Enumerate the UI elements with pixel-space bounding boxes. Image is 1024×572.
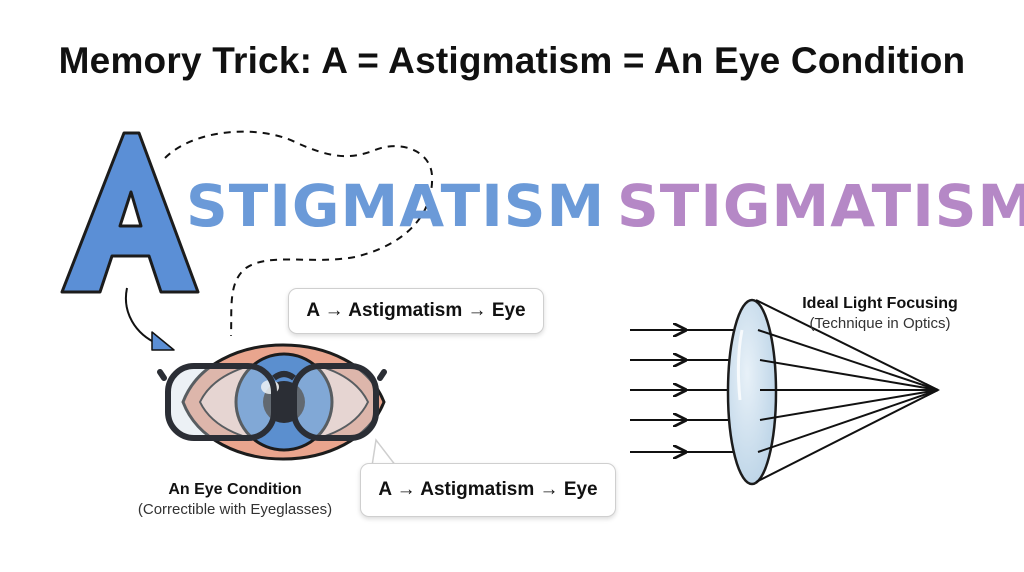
dashed-curve <box>164 130 434 337</box>
callout-top: A → Astigmatism → Eye <box>288 288 544 334</box>
eye-caption-subtitle: (Correctible with Eyeglasses) <box>137 501 333 518</box>
optics-caption-title: Ideal Light Focusing <box>802 295 958 312</box>
optics-caption: Ideal Light Focusing (Technique in Optic… <box>780 294 980 334</box>
curved-arrow-icon <box>124 287 175 351</box>
optics-caption-subtitle: (Technique in Optics) <box>809 315 951 332</box>
big-letter-a <box>60 131 200 294</box>
callout-bottom: A → Astigmatism → Eye <box>360 463 616 517</box>
convex-lens-icon <box>726 298 778 486</box>
eyeglasses-icon <box>157 363 387 441</box>
eye-caption-title: An Eye Condition <box>168 481 302 498</box>
eye-caption: An Eye Condition (Correctible with Eyegl… <box>110 480 360 520</box>
word-stigmatism-purple: STIGMATISM <box>617 172 1024 240</box>
page-title: Memory Trick: A = Astigmatism = An Eye C… <box>58 40 966 81</box>
focused-rays <box>755 299 940 483</box>
word-stigmatism-blue: STIGMATISM <box>186 172 606 240</box>
